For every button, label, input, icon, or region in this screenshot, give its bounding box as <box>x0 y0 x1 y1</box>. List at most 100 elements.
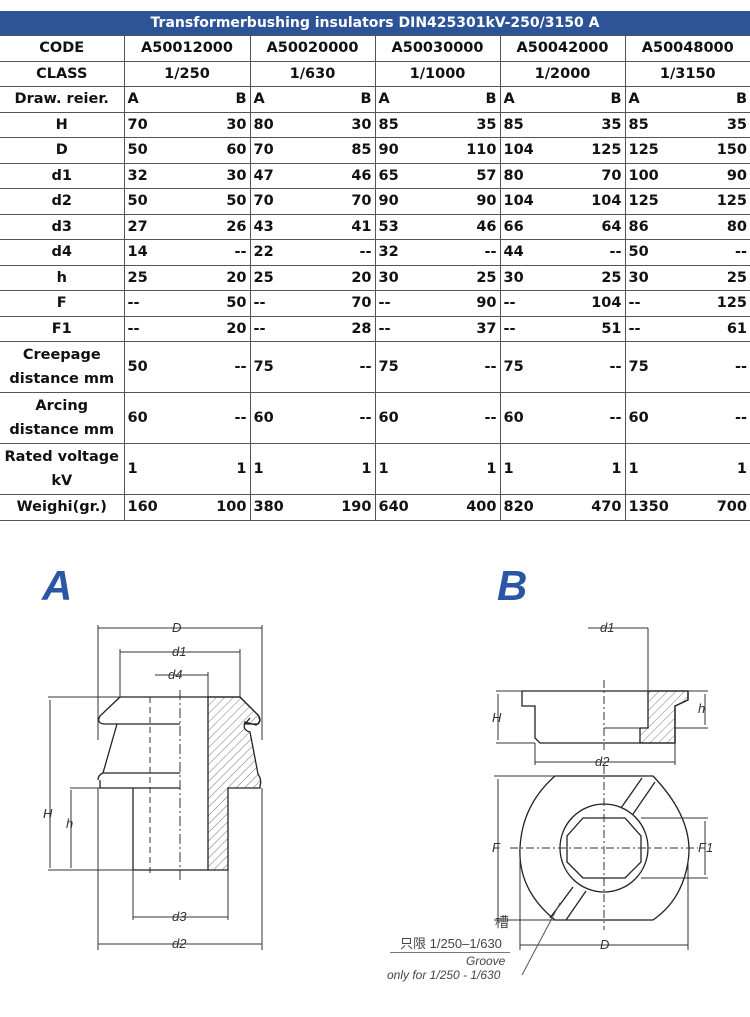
value-b-cell: 41 <box>312 214 376 240</box>
value-b-cell: -- <box>437 341 501 393</box>
row-label: F <box>0 290 125 317</box>
value-a-cell: 70 <box>124 112 187 138</box>
value-a-cell: 90 <box>375 137 437 164</box>
value-b-cell: 35 <box>437 112 501 138</box>
value-a-cell: 640 <box>375 494 437 521</box>
value-b-cell: 35 <box>562 112 626 138</box>
value-a-cell: 75 <box>375 341 437 393</box>
value-a-cell: 44 <box>500 239 562 266</box>
value-a-cell: 70 <box>250 188 312 215</box>
value-b-cell: -- <box>187 239 251 266</box>
drawing-a-cell: A <box>124 86 187 113</box>
value-b-cell: 70 <box>312 188 376 215</box>
value-b-cell: 90 <box>437 188 501 215</box>
value-a-cell: -- <box>500 316 562 342</box>
svg-text:h: h <box>698 701 705 716</box>
spec-table-container: Transformerbushing insulators DIN425301k… <box>0 11 750 521</box>
groove-label-cn: 槽 <box>495 914 509 930</box>
groove-range-en: only for 1/250 - 1/630 <box>387 968 501 982</box>
value-b-cell: -- <box>312 239 376 266</box>
value-a-cell: 86 <box>625 214 687 240</box>
row-label: Creepage distance mm <box>0 341 125 393</box>
value-a-cell: 1350 <box>625 494 687 521</box>
value-b-cell: -- <box>562 341 626 393</box>
value-b-cell: 1 <box>437 443 501 495</box>
row-label: h <box>0 265 125 291</box>
value-b-cell: 46 <box>312 163 376 189</box>
class-cell: 1/2000 <box>500 61 626 87</box>
value-a-cell: 820 <box>500 494 562 521</box>
class-cell: 1/250 <box>124 61 251 87</box>
value-b-cell: 70 <box>312 290 376 317</box>
value-a-cell: -- <box>250 290 312 317</box>
drawing-a-cell: A <box>375 86 437 113</box>
value-a-cell: 66 <box>500 214 562 240</box>
svg-text:H: H <box>492 710 502 725</box>
value-a-cell: 75 <box>250 341 312 393</box>
value-b-cell: 80 <box>687 214 750 240</box>
value-a-cell: -- <box>500 290 562 317</box>
value-b-cell: 35 <box>687 112 750 138</box>
value-a-cell: 1 <box>124 443 187 495</box>
value-b-cell: 20 <box>187 316 251 342</box>
svg-text:D: D <box>600 937 609 952</box>
row-label: Rated voltage kV <box>0 443 125 495</box>
drawing-a-cell: A <box>500 86 562 113</box>
row-label: F1 <box>0 316 125 342</box>
code-cell: A50042000 <box>500 36 626 62</box>
value-a-cell: 60 <box>124 392 187 444</box>
value-b-cell: 46 <box>437 214 501 240</box>
value-b-cell: 70 <box>562 163 626 189</box>
value-b-cell: -- <box>312 341 376 393</box>
value-b-cell: 470 <box>562 494 626 521</box>
value-a-cell: 50 <box>124 137 187 164</box>
value-a-cell: 25 <box>124 265 187 291</box>
svg-text:F: F <box>492 840 501 855</box>
svg-text:d3: d3 <box>172 909 187 924</box>
value-a-cell: 80 <box>500 163 562 189</box>
value-b-cell: 25 <box>687 265 750 291</box>
value-b-cell: 20 <box>312 265 376 291</box>
value-a-cell: -- <box>625 290 687 317</box>
value-b-cell: 125 <box>687 188 750 215</box>
value-a-cell: 53 <box>375 214 437 240</box>
value-a-cell: 75 <box>500 341 562 393</box>
value-a-cell: 30 <box>500 265 562 291</box>
value-a-cell: 70 <box>250 137 312 164</box>
value-b-cell: 37 <box>437 316 501 342</box>
groove-range-cn: 只限 1/250–1/630 <box>390 933 510 953</box>
table-title: Transformerbushing insulators DIN425301k… <box>0 11 750 36</box>
drawing-a-label: A <box>42 562 73 609</box>
value-a-cell: 60 <box>500 392 562 444</box>
value-a-cell: 85 <box>500 112 562 138</box>
value-a-cell: 1 <box>500 443 562 495</box>
value-b-cell: 125 <box>687 290 750 317</box>
row-label: H <box>0 112 125 138</box>
value-a-cell: 104 <box>500 188 562 215</box>
value-a-cell: 32 <box>375 239 437 266</box>
value-b-cell: 400 <box>437 494 501 521</box>
value-b-cell: 25 <box>562 265 626 291</box>
value-b-cell: 28 <box>312 316 376 342</box>
value-b-cell: 1 <box>187 443 251 495</box>
value-b-cell: -- <box>687 239 750 266</box>
value-b-cell: 700 <box>687 494 750 521</box>
value-a-cell: 90 <box>375 188 437 215</box>
code-cell: A50020000 <box>250 36 376 62</box>
row-label: d3 <box>0 214 125 240</box>
value-a-cell: -- <box>625 316 687 342</box>
value-b-cell: -- <box>312 392 376 444</box>
value-a-cell: 160 <box>124 494 187 521</box>
value-b-cell: 61 <box>687 316 750 342</box>
value-b-cell: 50 <box>187 290 251 317</box>
class-cell: 1/3150 <box>625 61 750 87</box>
